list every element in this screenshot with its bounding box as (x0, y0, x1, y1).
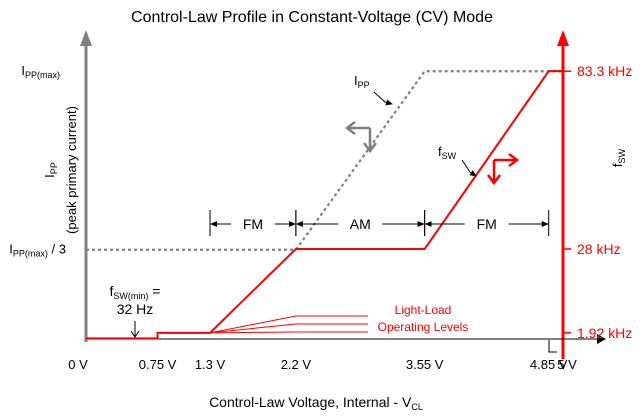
left-tick-ippmax-third: IPP(max) / 3 (9, 242, 66, 259)
mode-regions: FM AM FM (209, 210, 550, 236)
x-tick-13v: 1.3 V (195, 357, 226, 372)
fsw-min-arrow (130, 321, 140, 338)
x-tick-355v: 3.55 V (406, 357, 444, 372)
fsw-annotation: fSW (438, 144, 520, 186)
left-axis-title: IPP (peak primary current) (42, 106, 79, 234)
series-ipp-line (86, 70, 563, 251)
x-tick-mark-485v (548, 340, 557, 353)
x-axis-arrowhead (597, 334, 606, 344)
fsw-min-label: fSW(min) = (110, 283, 161, 301)
x-axis-ticks: 0 V 0.75 V 1.3 V 2.2 V 3.55 V 4.85 V 5 V (68, 340, 577, 372)
right-tick-192khz: 1.92 kHz (577, 325, 632, 341)
x-axis-label: Control-Law Voltage, Internal - VCL (209, 394, 423, 412)
light-load-level-3 (210, 331, 368, 334)
x-tick-5v: 5 V (557, 357, 577, 372)
region-label: FM (243, 216, 263, 232)
right-tick-28khz: 28 kHz (577, 241, 621, 257)
ipp-pointer-line (373, 91, 393, 106)
fsw-min-annotation: fSW(min) = 32 Hz (110, 283, 161, 338)
left-axis-ticks: IPP(max) IPP(max) / 3 (9, 63, 66, 259)
chart-title: Control-Law Profile in Constant-Voltage … (131, 9, 493, 26)
light-load-label-1: Light-Load (395, 303, 452, 317)
left-axis-label: IPP (42, 162, 59, 178)
light-load-level-2 (209, 323, 368, 334)
right-axis-label: fSW (610, 148, 627, 167)
x-tick-485v: 4.85 V (530, 357, 568, 372)
light-load-levels: Light-Load Operating Levels (209, 303, 469, 334)
region-label: AM (350, 216, 371, 232)
series-fsw-line (86, 70, 563, 340)
fsw-min-value: 32 Hz (117, 301, 154, 317)
ipp-annotation: IPP (344, 73, 393, 154)
series-fsw-label: fSW (438, 144, 457, 161)
left-tick-ippmax: IPP(max) (21, 63, 60, 80)
left-axis-arrowhead (80, 30, 92, 46)
light-load-level-1 (209, 315, 368, 334)
right-axis-ticks: 83.3 kHz 28 kHz 1.92 kHz (563, 63, 632, 341)
fsw-pointer-line (461, 159, 477, 177)
x-tick-075v: 0.75 V (139, 357, 177, 372)
x-tick-0v: 0 V (68, 357, 88, 372)
ipp-direction-arrows (344, 121, 377, 154)
left-axis-note: (peak primary current) (64, 106, 79, 234)
axes (80, 30, 606, 359)
region-label: FM (477, 216, 497, 232)
right-axis-arrowhead (557, 30, 569, 46)
x-tick-22v: 2.2 V (281, 357, 312, 372)
right-tick-83khz: 83.3 kHz (577, 63, 632, 79)
light-load-label-2: Operating Levels (378, 320, 469, 334)
fsw-direction-arrows (487, 153, 520, 186)
series-ipp-label: IPP (354, 73, 370, 90)
